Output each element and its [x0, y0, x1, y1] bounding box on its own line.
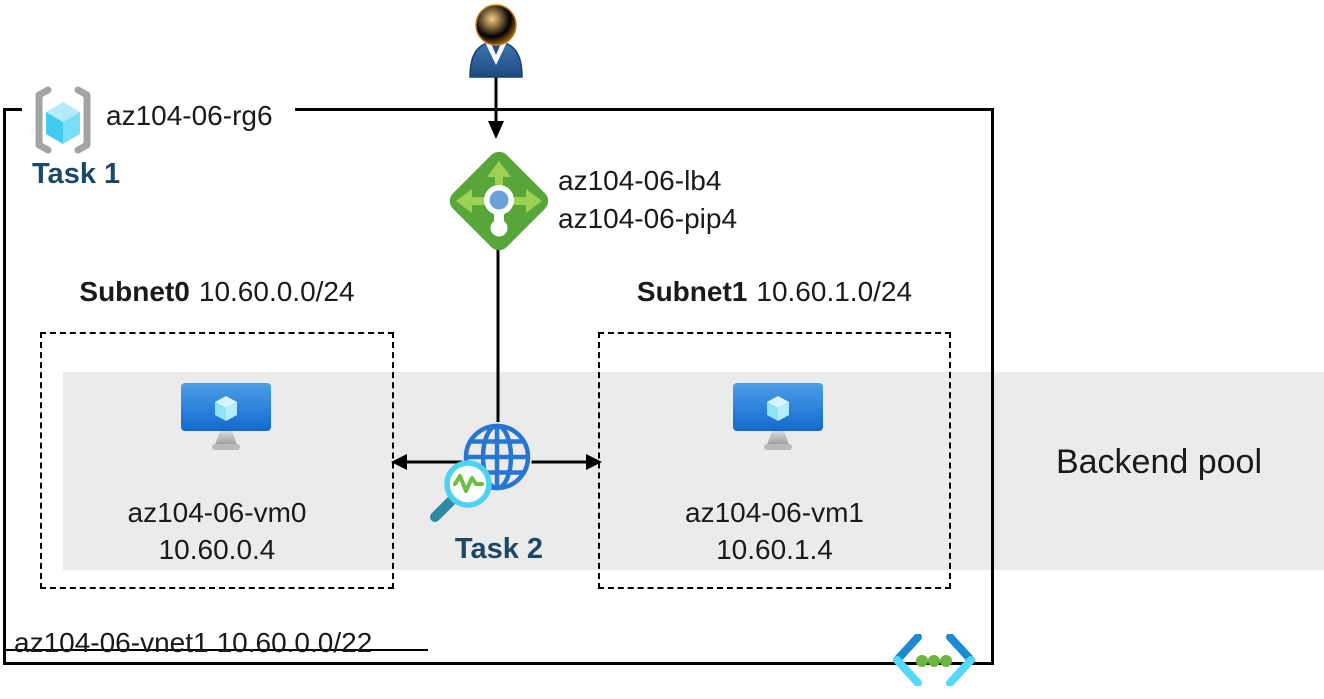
task1-label: Task 1	[32, 158, 121, 190]
magnifier-handle	[430, 494, 458, 522]
vm0-ip: 10.60.0.4	[158, 534, 276, 565]
subnet0-label: Subnet0 10.60.0.0/24	[40, 276, 394, 308]
virtual-machine-icon	[181, 383, 271, 450]
task2-label: Task 2	[454, 533, 544, 565]
user-icon	[469, 4, 523, 78]
subnet1-label: Subnet1 10.60.1.0/24	[598, 276, 951, 308]
vnet-cidr: 10.60.0.0/22	[216, 627, 373, 658]
vm1-label: az104-06-vm1 10.60.1.4	[598, 494, 951, 568]
vm1-ip: 10.60.1.4	[716, 534, 833, 565]
resource-group-border-gap	[22, 104, 295, 115]
resource-group-boundary	[3, 108, 994, 665]
subnet1-cidr: 10.60.1.0/24	[756, 276, 913, 307]
pulse-line	[453, 474, 484, 493]
vm1-name: az104-06-vm1	[685, 497, 864, 528]
vnet-name: az104-06-vnet1	[14, 627, 209, 658]
public-ip-name: az104-06-pip4	[558, 203, 738, 234]
backend-pool-band	[63, 372, 1324, 570]
health-probe-globe-icon	[430, 422, 532, 522]
load-balancer-name: az104-06-lb4	[558, 165, 722, 196]
resource-group-label: az104-06-rg6	[106, 100, 273, 131]
resource-group-icon	[35, 86, 91, 154]
load-balancer-icon	[449, 151, 549, 251]
subnet0-cidr: 10.60.0.0/24	[198, 276, 355, 307]
virtual-network-icon	[893, 634, 975, 686]
vm0-name: az104-06-vm0	[127, 497, 307, 528]
virtual-machine-icon	[733, 383, 823, 450]
backend-pool-label: Backend pool	[1055, 443, 1263, 481]
subnet1-name: Subnet1	[636, 276, 748, 307]
load-balancer-labels: az104-06-lb4 az104-06-pip4	[558, 162, 737, 238]
subnet0-name: Subnet0	[79, 276, 190, 307]
vm0-label: az104-06-vm0 10.60.0.4	[40, 494, 394, 568]
